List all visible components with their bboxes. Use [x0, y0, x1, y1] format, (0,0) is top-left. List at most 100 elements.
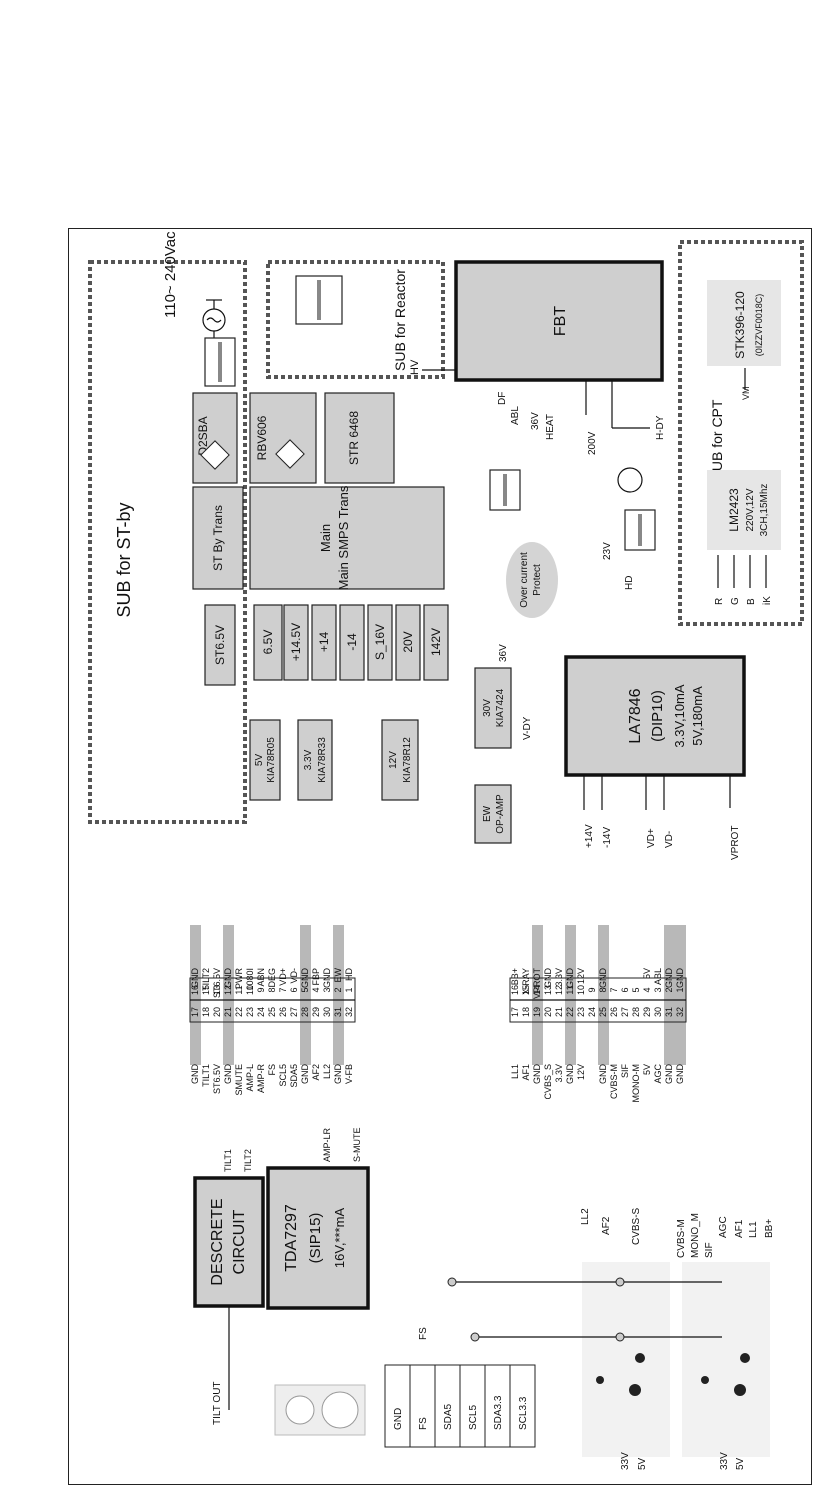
svg-text:iK: iK	[762, 596, 773, 605]
svg-text:R: R	[714, 598, 725, 605]
pin-number: 21	[223, 1007, 233, 1017]
bridge-icon	[275, 439, 305, 469]
pin-label-left: SMUTE	[234, 1064, 244, 1096]
svg-text:30V: 30V	[482, 699, 493, 717]
pin-label-left: SDA5	[289, 1064, 299, 1088]
svg-text:B: B	[746, 598, 757, 605]
svg-text:142V: 142V	[429, 628, 443, 656]
svg-text:16V,***mA: 16V,***mA	[332, 1208, 347, 1269]
svg-text:HEAT: HEAT	[545, 414, 556, 440]
pin-number: 21	[554, 1007, 564, 1017]
pin-number: 6	[620, 987, 630, 992]
pin-number: 9	[256, 987, 266, 992]
pin-number: 13	[543, 985, 553, 995]
pin-number: 26	[609, 1007, 619, 1017]
pin-number: 2	[664, 987, 674, 992]
pin-number: 8	[598, 987, 608, 992]
smps-outputs: 6.5V +14.5V +14 -14 S_16V 20V 142V	[253, 604, 449, 681]
svg-text:(SIP15): (SIP15)	[307, 1213, 324, 1264]
gnd-band	[664, 925, 675, 1065]
diagram-frame	[68, 228, 812, 1485]
pin-label-left: 5V	[642, 1064, 652, 1075]
la7846-block	[564, 655, 746, 777]
ac-input-label: 110~ 240Vac	[162, 231, 179, 318]
svg-text:KIA78R05: KIA78R05	[266, 737, 277, 783]
cpt-label: SUB for CPT	[709, 399, 725, 480]
gnd-band	[190, 925, 201, 1065]
pin-label-left: GND	[565, 1064, 575, 1085]
pin-number: 22	[565, 1007, 575, 1017]
svg-text:TILT2: TILT2	[243, 1149, 253, 1172]
pin-number: 23	[576, 1007, 586, 1017]
pin-number: 10	[576, 985, 586, 995]
svg-text:H-DY: H-DY	[655, 415, 666, 440]
pin-label-left: CVBS-M	[609, 1064, 619, 1099]
descrete-circuit-block	[193, 1176, 265, 1308]
pin-label-right: ABL	[653, 968, 663, 985]
svg-text:20V: 20V	[401, 631, 415, 652]
tda7297-block	[266, 1166, 370, 1310]
pin-number: 25	[598, 1007, 608, 1017]
gnd-band	[598, 925, 609, 1065]
pin-number: 1	[344, 987, 354, 992]
svg-text:5V: 5V	[735, 1457, 746, 1470]
pin-number: 5	[300, 987, 310, 992]
connector-1: GND1716GNDTILT11815TILT2ST6.5V2013ST6.5V…	[189, 925, 356, 1096]
svg-text:AMP-LR: AMP-LR	[322, 1127, 332, 1162]
svg-text:LM2423: LM2423	[727, 488, 741, 532]
kia78r33-block	[297, 719, 333, 801]
pin-number: 31	[333, 1007, 343, 1017]
svg-text:TILT1: TILT1	[223, 1149, 233, 1172]
pin-label-left: GND	[664, 1064, 674, 1085]
pin-label-left: GND	[333, 1064, 343, 1085]
svg-text:OP-AMP: OP-AMP	[495, 794, 506, 834]
svg-text:KIA78R33: KIA78R33	[317, 737, 328, 783]
svg-text:220V,12V: 220V,12V	[745, 488, 756, 531]
svg-text:23V: 23V	[602, 542, 613, 560]
pin-number: 15	[521, 985, 531, 995]
pin-number: 2	[333, 987, 343, 992]
kia7424-block	[474, 667, 512, 749]
svg-text:BB+: BB+	[764, 1219, 775, 1238]
pin-number: 4	[642, 987, 652, 992]
pin-number: 6	[289, 987, 299, 992]
st-by-trans-block	[192, 486, 244, 590]
pin-label-right: 12V	[576, 968, 586, 984]
la7846-pins: +14V -14V VD+ VD- VPROT	[583, 775, 741, 860]
svg-text:AF1: AF1	[734, 1219, 745, 1238]
svg-text:3.3V: 3.3V	[303, 749, 314, 770]
pin-label-left: SCL5	[278, 1064, 288, 1087]
svg-text:STR 6468: STR 6468	[347, 411, 361, 465]
pin-label-left: TILT1	[201, 1064, 211, 1087]
svg-text:LL1: LL1	[748, 1221, 759, 1238]
svg-text:TDA7297: TDA7297	[283, 1204, 300, 1272]
ew-opamp-block	[474, 784, 512, 844]
tuner-module-1	[582, 1262, 670, 1457]
pin-number: 12	[223, 985, 233, 995]
svg-text:KIA78R12: KIA78R12	[402, 737, 413, 783]
svg-text:S-MUTE: S-MUTE	[352, 1128, 362, 1163]
pin-label-left: AMP-L	[245, 1064, 255, 1092]
bus-cell	[434, 1364, 461, 1448]
pin-label-left: CVBS_S	[543, 1064, 553, 1100]
svg-text:D2SBA: D2SBA	[196, 416, 210, 455]
pin-label-left: GND	[300, 1064, 310, 1085]
svg-text:5V: 5V	[254, 754, 265, 767]
gnd-band	[675, 925, 686, 1065]
pin-number: 4	[311, 987, 321, 992]
bus-signal: SCL3.3	[518, 1396, 529, 1430]
bus-signal: SCL5	[468, 1405, 479, 1430]
bus-signal: SDA5	[443, 1403, 454, 1430]
pin-label-left: ST6.5V	[212, 1064, 222, 1094]
svg-text:-14V: -14V	[602, 827, 613, 848]
svg-text:5V,180mA: 5V,180mA	[690, 686, 705, 746]
svg-text:VD-: VD-	[664, 831, 675, 848]
svg-text:RBV606: RBV606	[255, 415, 269, 460]
pin-label-left: AMP-R	[256, 1064, 266, 1094]
svg-text:Main SMPS Trans: Main SMPS Trans	[336, 485, 351, 590]
svg-text:3.3V,10mA: 3.3V,10mA	[672, 684, 687, 747]
pin-number: 8	[267, 987, 277, 992]
pin-label-left: 12V	[576, 1064, 586, 1080]
svg-text:CIRCUIT: CIRCUIT	[231, 1209, 248, 1274]
